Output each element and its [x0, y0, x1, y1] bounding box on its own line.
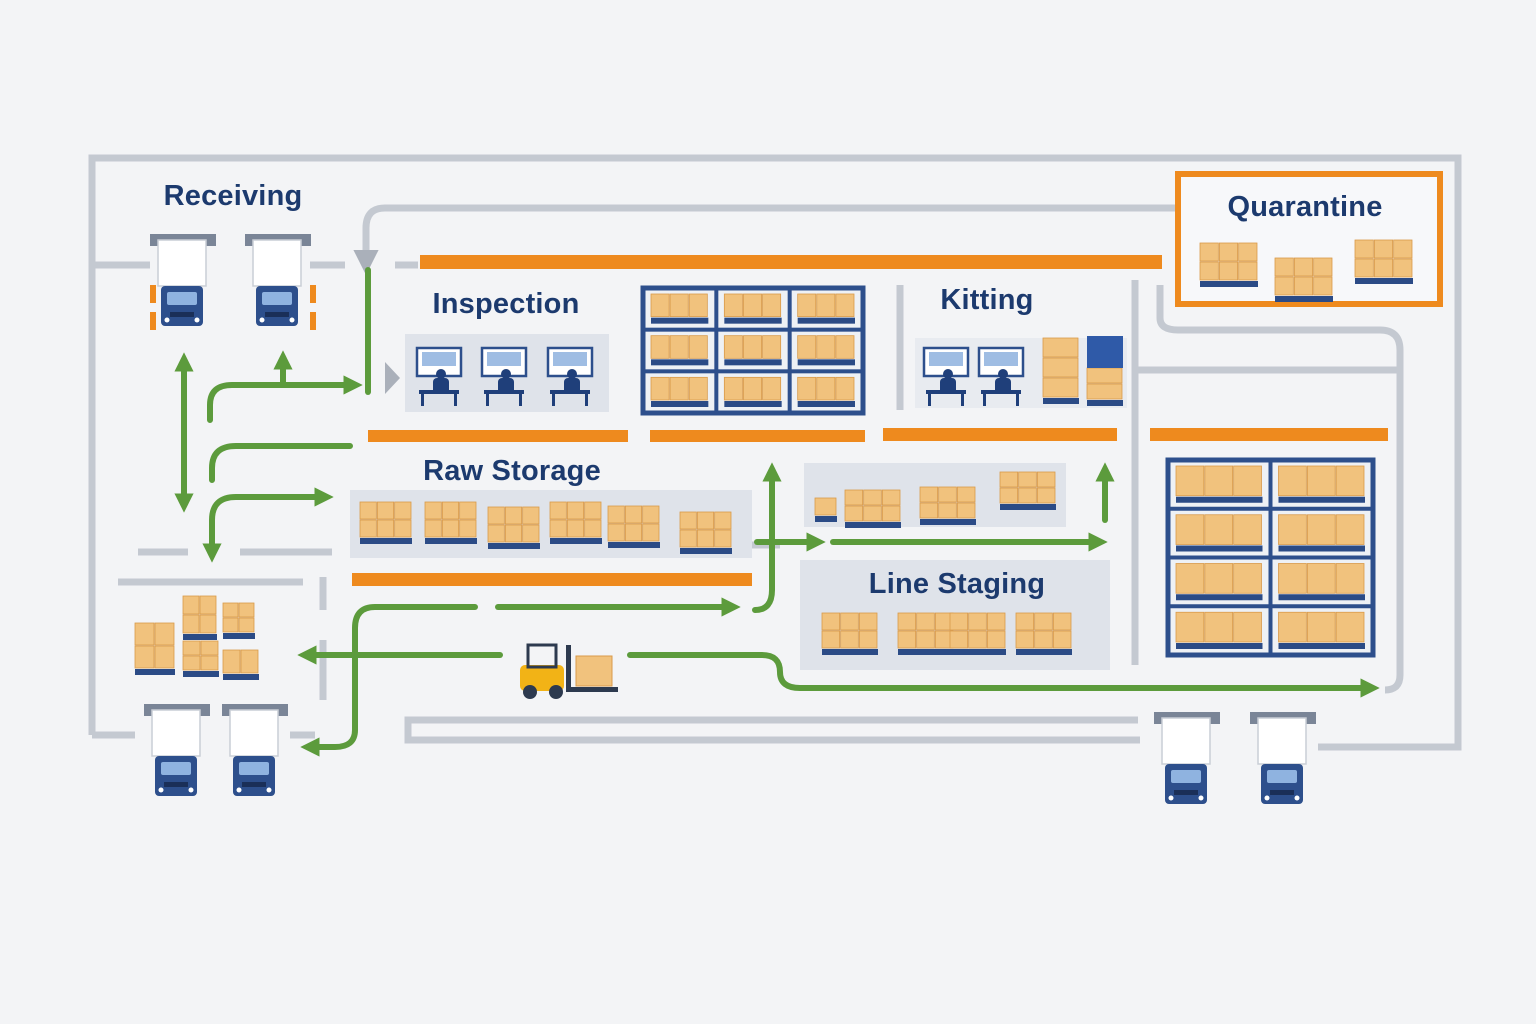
- pallet-icon: [182, 640, 219, 677]
- pallet-icon: [1274, 257, 1333, 302]
- workstation-icon: [977, 346, 1025, 406]
- raw-storage-label: Raw Storage: [423, 455, 601, 487]
- forklift-icon: [520, 643, 618, 699]
- dock-marker: [150, 285, 156, 303]
- pallet-icon: [1354, 239, 1413, 284]
- dock-marker: [150, 312, 156, 330]
- pallet-icon: [1278, 611, 1365, 649]
- pallet-icon: [797, 293, 855, 324]
- pallet-icon: [897, 612, 954, 655]
- pallet-icon: [1175, 465, 1263, 503]
- to-shipping-arrow: [627, 652, 1380, 698]
- pallet-icon: [919, 486, 976, 525]
- pallet-icon: [1015, 612, 1072, 655]
- workstation-icon: [480, 346, 528, 406]
- to-inspection-arrow: [207, 375, 363, 423]
- pallet-icon: [1175, 563, 1263, 601]
- dock-marker: [310, 312, 316, 330]
- blue-bin: [1087, 336, 1123, 368]
- inspection-entry-arrow-icon: [385, 362, 400, 394]
- pallet-icon: [182, 595, 217, 640]
- material-flows: [174, 267, 1380, 757]
- pallet-icon: [1278, 465, 1365, 503]
- pallet-icon: [650, 376, 709, 407]
- line-staging-label: Line Staging: [868, 568, 1046, 600]
- truck-icon: [1154, 712, 1220, 804]
- pallet-icon: [949, 612, 1006, 655]
- inspection-label: Inspection: [432, 288, 580, 320]
- pallet-icon: [650, 335, 709, 366]
- pallet-icon: [359, 501, 412, 544]
- pallet-icon: [1175, 514, 1263, 552]
- pallet-icon: [424, 501, 477, 544]
- pallet-icon: [607, 505, 660, 548]
- outbound-dock-arrow: [300, 604, 478, 757]
- receiving-label: Receiving: [163, 180, 303, 212]
- truck-icon: [245, 234, 311, 326]
- pallet-icon: [650, 293, 709, 324]
- dock-marker: [310, 285, 316, 303]
- pallet-icon: [487, 506, 540, 549]
- truck-icon: [150, 234, 216, 326]
- rack-icon: [1165, 457, 1376, 658]
- pallet-icon: [222, 649, 259, 680]
- quarantine-label: Quarantine: [1227, 191, 1383, 223]
- pallet-icon: [679, 511, 732, 554]
- pallet-icon: [844, 489, 901, 528]
- workstation-icon: [922, 346, 970, 406]
- pallet-icon: [1278, 563, 1365, 601]
- workstation-icon: [546, 346, 594, 406]
- pallet-icon: [797, 335, 855, 366]
- pallet-icon: [1175, 611, 1263, 649]
- rack-icon: [640, 285, 866, 416]
- to-raw-storage-arrow: [202, 487, 334, 563]
- pallet-icon: [723, 335, 782, 366]
- truck-icon: [222, 704, 288, 796]
- pallet-icon: [549, 501, 602, 544]
- pallet-icon: [723, 293, 782, 324]
- pallet-icon: [222, 602, 255, 639]
- truck-icon: [1250, 712, 1316, 804]
- pallet-icon: [1278, 514, 1365, 552]
- pallet-icon: [1042, 337, 1079, 404]
- pallet-icon: [1086, 367, 1123, 406]
- to-rack-arrow: [752, 462, 782, 613]
- pallet-icon: [999, 471, 1056, 510]
- truck-icon: [144, 704, 210, 796]
- zone-dividers: [352, 255, 1388, 586]
- workstation-icon: [415, 346, 463, 406]
- pallet-icon: [723, 376, 782, 407]
- pallet-icon: [797, 376, 855, 407]
- pallet-icon: [1199, 242, 1258, 287]
- pallet-icon: [134, 622, 175, 675]
- pallet-icon: [814, 497, 837, 522]
- pallet-icon: [821, 612, 878, 655]
- storage-link-line: [209, 443, 353, 483]
- kitting-label: Kitting: [940, 284, 1034, 316]
